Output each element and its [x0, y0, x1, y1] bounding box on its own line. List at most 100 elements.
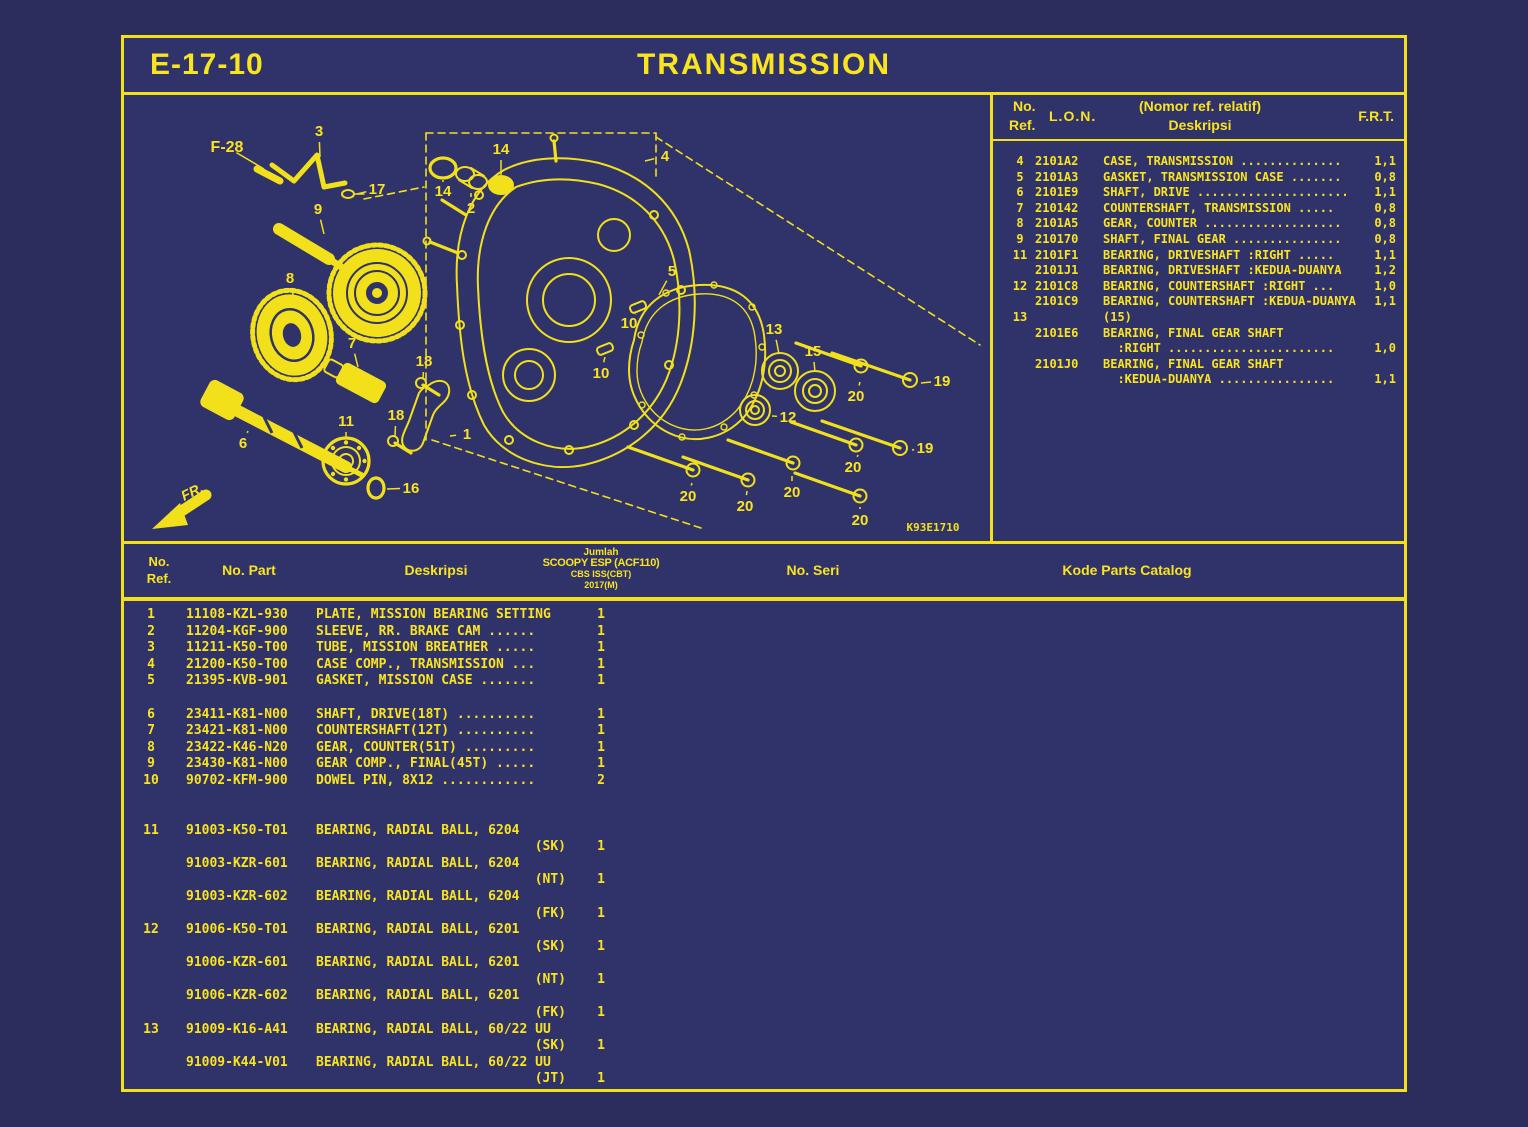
- page-header: E-17-10 TRANSMISSION: [124, 38, 1404, 95]
- diagram-callout-14: 14: [493, 141, 510, 158]
- diagram-callout-15: 15: [805, 343, 822, 360]
- callout-leader: [356, 190, 367, 195]
- dowel-pin-10b: [595, 342, 615, 356]
- diagram-code: K93E1710: [907, 521, 960, 534]
- o-ring-16: [366, 476, 386, 500]
- final-gear-shaft: [273, 223, 428, 344]
- lon-table-row: 13(15): [1012, 309, 1132, 324]
- breather-tube: [269, 152, 348, 190]
- col-jumlah: Jumlah SCOOPY ESP (ACF110) CBS ISS(CBT) …: [542, 547, 660, 590]
- col-kode-parts-catalog: Kode Parts Catalog: [1062, 562, 1192, 578]
- callout-leader: [644, 157, 655, 162]
- bushing-14a: [428, 156, 458, 180]
- lon-table-row: :KEDUA-DUANYA ................1,1: [1103, 372, 1396, 387]
- dowel-pin-10a: [628, 300, 648, 314]
- parts-table-row: (JT)1: [534, 1071, 605, 1087]
- diagram-callout-20: 20: [852, 512, 869, 529]
- page-title: TRANSMISSION: [636, 48, 892, 81]
- bushing-14a-hole: [437, 164, 449, 172]
- parts-table-header: No.Ref. No. Part Deskripsi Jumlah SCOOPY…: [124, 544, 1404, 601]
- callout-leader: [236, 151, 265, 170]
- bolt-18b: [387, 435, 413, 455]
- construction-lines: [363, 132, 981, 530]
- callout-leader: [602, 356, 606, 363]
- diagram-callout-7: 7: [348, 335, 356, 352]
- diagram-callout-20: 20: [848, 388, 865, 405]
- transmission-case: [422, 133, 696, 469]
- callout-leader: [353, 353, 359, 368]
- parts-table-row: (FK)1: [534, 905, 605, 921]
- diagram-callout-18: 18: [388, 407, 405, 424]
- col-nomor-ref-relatif: (Nomor ref. relatif): [1138, 98, 1262, 114]
- diagram-callout-16: 16: [403, 480, 420, 497]
- catalog-page: E-17-10 TRANSMISSION: [121, 35, 1407, 1092]
- diagram-callout-17: 17: [369, 181, 386, 198]
- lon-table-row: :RIGHT .......................1,0: [1103, 341, 1396, 356]
- page-code: E-17-10: [150, 48, 264, 81]
- diagram-callout-20: 20: [680, 488, 697, 505]
- diagram-callout-F-28: F-28: [211, 139, 244, 156]
- diagram-callout-20: 20: [737, 498, 754, 515]
- diagram-callout-3: 3: [315, 123, 323, 140]
- diagram-callout-6: 6: [239, 435, 247, 452]
- countershaft: [323, 358, 387, 404]
- callout-leader: [856, 454, 859, 458]
- callout-leader: [291, 288, 295, 301]
- bolts-19: [820, 351, 918, 456]
- callout-leader: [449, 434, 457, 437]
- diagram-callout-20: 20: [784, 484, 801, 501]
- callout-leader: [745, 490, 748, 496]
- row-gap: [124, 790, 1404, 823]
- exploded-diagram: FR. K93E1710 3F-281714214498718181116161…: [152, 123, 981, 534]
- callout-leader: [813, 361, 816, 373]
- col-no-part: No. Part: [222, 562, 276, 578]
- sleeve-2: [455, 166, 488, 190]
- col-ref: Ref.: [1009, 117, 1036, 133]
- lon-table-header: No. Ref. L.O.N. (Nomor ref. relatif) Des…: [993, 95, 1404, 141]
- bushing-14b: [488, 175, 514, 195]
- diagram-callout-20: 20: [845, 459, 862, 476]
- parts-table-row: (FK)1: [534, 1005, 605, 1021]
- parts-table-row: (SK)1: [534, 938, 605, 954]
- callout-leader: [775, 339, 780, 355]
- col-no-seri: No. Seri: [786, 562, 840, 578]
- callout-leader: [319, 219, 325, 235]
- fr-direction-arrow: FR.: [152, 479, 212, 529]
- diagram-callout-10: 10: [621, 315, 638, 332]
- diagram-callout-12: 12: [780, 409, 797, 426]
- parts-table-row: (SK)1: [534, 1038, 605, 1054]
- diagram-callout-2: 2: [467, 200, 475, 217]
- bearing-15: [794, 370, 836, 412]
- bearing-12: [739, 394, 771, 426]
- diagram-callout-14: 14: [435, 183, 452, 200]
- diagram-callout-11: 11: [338, 413, 354, 430]
- bearing-13: [761, 352, 799, 390]
